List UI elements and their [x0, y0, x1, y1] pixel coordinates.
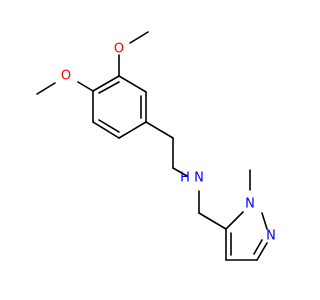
bond-ring-6	[92, 75, 120, 92]
bond-o-left-ring	[77, 81, 94, 92]
bond-pyrazole-inner-2	[253, 239, 263, 255]
bond-pyrazole-n1-n2	[261, 212, 268, 230]
atom-n-amine: N	[194, 171, 204, 186]
bond-ring-inner-2	[98, 119, 120, 133]
atom-n-pyrazole-1: N	[245, 197, 255, 212]
bond-ch2-nh	[172, 167, 188, 177]
atom-n-pyrazole-2: N	[266, 229, 276, 244]
atom-o-left: O	[61, 69, 71, 84]
bond-ring-4	[92, 121, 120, 139]
bond-ring-3	[118, 121, 147, 139]
bond-ring-1	[118, 75, 147, 93]
bond-methyl-o-top	[129, 31, 149, 44]
bond-ch2-pyrazole	[198, 212, 227, 230]
atom-o-top: O	[114, 42, 124, 57]
molecule-structure-diagram: O O N H N N	[36, 31, 276, 261]
bond-methyl-o-left	[36, 82, 56, 95]
bond-pyrazole-n2-c3	[256, 242, 268, 261]
bond-ring-inner-3	[98, 81, 120, 94]
atom-h-amine: H	[180, 171, 190, 186]
bond-pyrazole-c5-n1	[225, 211, 244, 230]
bond-ring-ch2	[145, 121, 174, 139]
